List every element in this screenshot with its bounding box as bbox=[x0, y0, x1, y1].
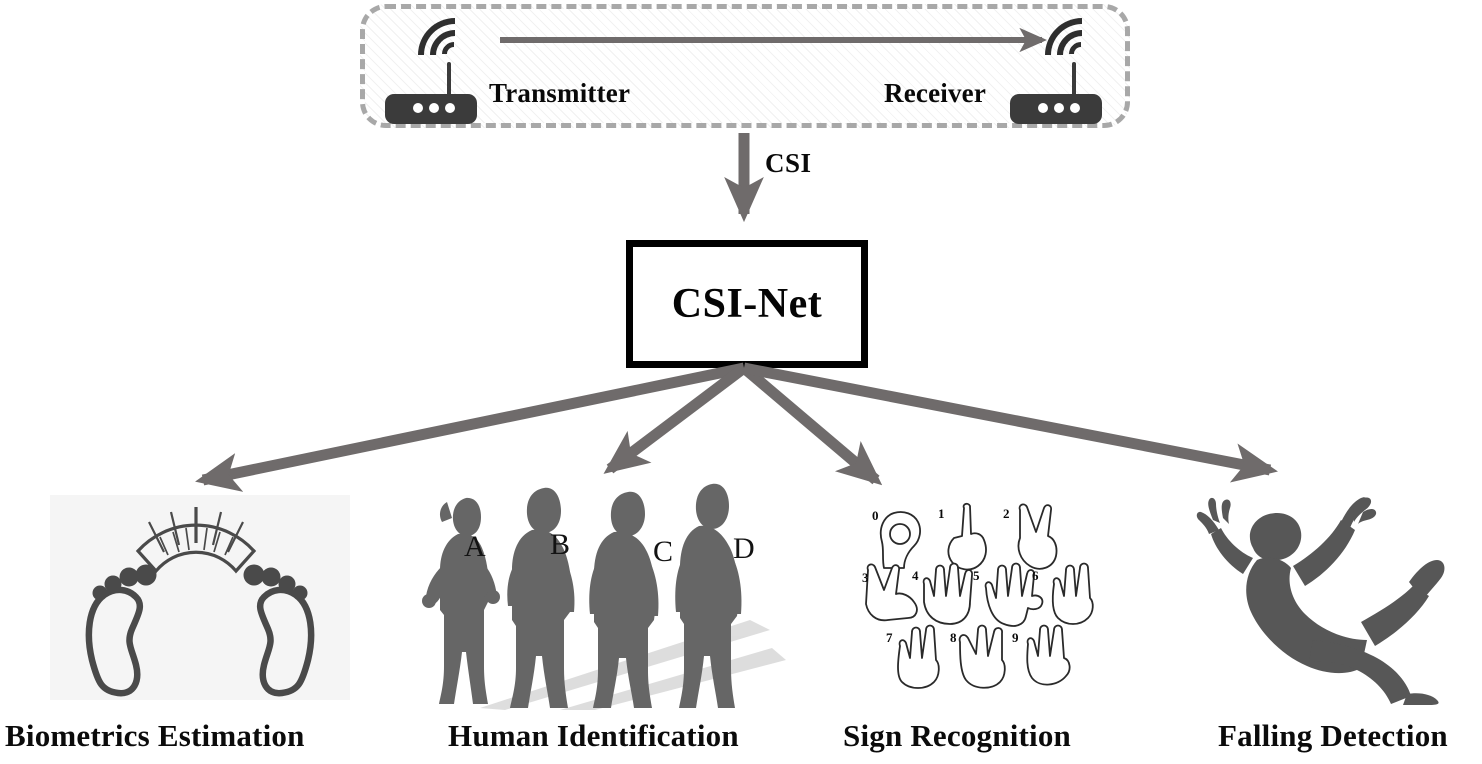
silhouette-label-c: C bbox=[653, 535, 674, 568]
router-led bbox=[413, 103, 423, 113]
router-led bbox=[1038, 103, 1048, 113]
receiver-label: Receiver bbox=[884, 78, 987, 108]
arrow-to-biometrics-icon bbox=[195, 362, 746, 492]
arrow-to-falling-detection-icon bbox=[742, 362, 1278, 483]
arrow-to-human-identification-icon bbox=[603, 363, 748, 474]
silhouette-label-a: A bbox=[464, 530, 486, 563]
wireless-link-container bbox=[360, 4, 1130, 128]
csi-net-box: CSI-Net bbox=[626, 240, 868, 368]
csi-net-label: CSI-Net bbox=[671, 281, 823, 327]
caption-sign-recognition: Sign Recognition bbox=[843, 718, 1071, 753]
falling-detection-icon bbox=[1195, 490, 1475, 705]
human-identification-icon: A B C D bbox=[420, 470, 790, 710]
router-led bbox=[429, 103, 439, 113]
sign-digit-5: 5 bbox=[973, 568, 980, 583]
transmitter-router-icon bbox=[385, 62, 477, 124]
sign-digit-9: 9 bbox=[1012, 630, 1019, 645]
arrow-to-sign-recognition-icon bbox=[740, 363, 883, 486]
sign-digit-7: 7 bbox=[886, 630, 893, 645]
router-led bbox=[445, 103, 455, 113]
caption-human-identification: Human Identification bbox=[448, 718, 739, 753]
sign-digit-2: 2 bbox=[1003, 506, 1010, 521]
sign-digit-6: 6 bbox=[1032, 568, 1039, 583]
sign-digit-1: 1 bbox=[938, 506, 945, 521]
router-antenna bbox=[1072, 62, 1076, 96]
silhouette-d bbox=[675, 483, 742, 708]
sign-digit-0: 0 bbox=[872, 508, 879, 523]
receiver-router-icon bbox=[1010, 62, 1102, 124]
csi-label: CSI bbox=[765, 148, 812, 178]
biometrics-icon bbox=[40, 495, 360, 700]
silhouette-c bbox=[589, 491, 659, 708]
router-led bbox=[1054, 103, 1064, 113]
router-antenna bbox=[447, 62, 451, 96]
caption-biometrics-estimation: Biometrics Estimation bbox=[5, 718, 305, 753]
silhouette-label-b: B bbox=[550, 528, 571, 561]
transmitter-label: Transmitter bbox=[489, 78, 631, 108]
silhouette-a bbox=[422, 497, 500, 704]
silhouette-label-d: D bbox=[733, 532, 755, 565]
transmitter-wifi-icon bbox=[402, 2, 508, 108]
sign-digit-3: 3 bbox=[862, 570, 869, 585]
router-led bbox=[1070, 103, 1080, 113]
receiver-wifi-icon bbox=[1029, 2, 1135, 108]
caption-falling-detection: Falling Detection bbox=[1218, 718, 1448, 753]
sign-digit-8: 8 bbox=[950, 630, 957, 645]
silhouette-b bbox=[507, 487, 575, 708]
sign-digit-4: 4 bbox=[912, 568, 919, 583]
sign-recognition-icon: 0 1 2 3 4 5 6 7 8 9 bbox=[860, 498, 1100, 698]
